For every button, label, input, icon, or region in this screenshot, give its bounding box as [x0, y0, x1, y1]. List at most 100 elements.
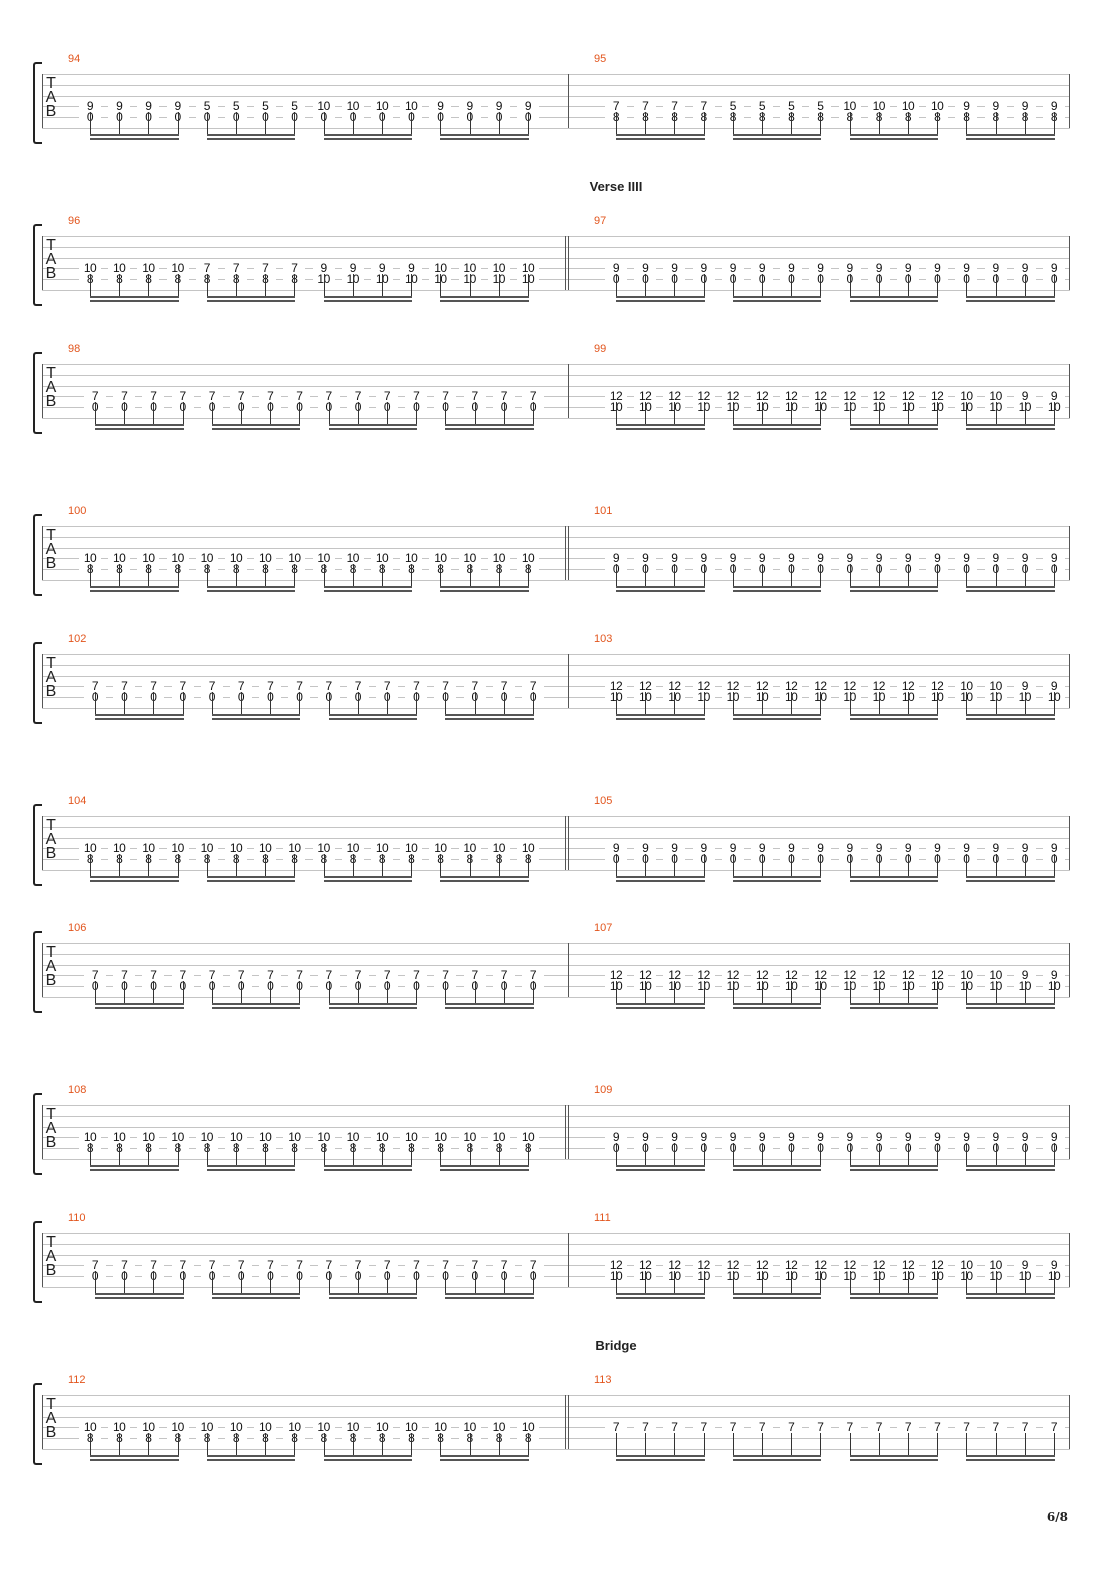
fret-number: 12	[780, 1259, 803, 1272]
fret-number: 10	[371, 1131, 393, 1144]
note-stem	[265, 854, 267, 878]
fret-number: 9	[984, 552, 1007, 565]
note-stem	[820, 112, 822, 136]
beam	[966, 1007, 1055, 1009]
note-stem	[908, 981, 909, 1005]
note-stem	[645, 854, 647, 878]
beam	[849, 586, 939, 588]
fret-number: 7	[692, 1421, 715, 1434]
fret-number: 7	[984, 1421, 1007, 1434]
beam	[732, 1455, 822, 1457]
note-stem	[352, 1433, 354, 1457]
fret-number: 12	[663, 390, 686, 403]
beam	[616, 1169, 705, 1171]
fret-number: 7	[721, 1421, 744, 1434]
fret-number: 10	[225, 1421, 247, 1434]
note-stem	[416, 402, 418, 426]
staff-line	[42, 257, 1070, 259]
tab-letter: A	[45, 1120, 57, 1137]
fret-number: 9	[663, 552, 686, 565]
beam	[90, 590, 179, 592]
fret-number: 7	[195, 262, 218, 275]
fret-number: 9	[897, 552, 919, 565]
fret-number: 12	[897, 680, 919, 693]
fret-number: 12	[780, 390, 803, 403]
tab-letter: T	[46, 365, 56, 382]
note-stem	[1054, 692, 1055, 716]
fret-number: 12	[809, 390, 832, 403]
system-bracket	[33, 642, 42, 724]
fret-number: 9	[838, 552, 861, 565]
fret-number: 9	[780, 552, 803, 565]
note-stem	[732, 854, 734, 878]
note-stem	[674, 402, 676, 426]
fret-number: 12	[634, 969, 657, 982]
fret-number: 9	[1013, 1259, 1036, 1272]
fret-number: 9	[721, 552, 744, 565]
note-stem	[937, 564, 939, 588]
note-stem	[270, 1271, 272, 1295]
section-label: Bridge	[595, 1338, 637, 1353]
fret-number: 10	[984, 1259, 1007, 1272]
beam	[440, 1459, 529, 1461]
note-stem	[966, 1433, 968, 1457]
note-stem	[182, 402, 184, 426]
note-stem	[503, 1271, 505, 1295]
note-stem	[995, 1433, 997, 1457]
beam	[732, 586, 822, 588]
note-stem	[703, 854, 705, 878]
beam	[445, 1007, 534, 1009]
fret-number: 12	[605, 680, 627, 693]
fret-number: 7	[113, 1259, 136, 1272]
note-stem	[177, 564, 179, 588]
system-bracket	[33, 1383, 42, 1465]
beam	[966, 876, 1055, 878]
fret-number: 10	[955, 1259, 978, 1272]
fret-number: 9	[751, 552, 773, 565]
staff-line	[42, 697, 1070, 699]
note-stem	[791, 564, 793, 588]
beam	[90, 300, 179, 302]
note-stem	[820, 854, 822, 878]
note-stem	[1054, 1143, 1055, 1167]
beam	[966, 714, 1055, 716]
note-stem	[703, 981, 705, 1005]
barline-end	[1069, 1233, 1070, 1287]
measure-number: 99	[594, 343, 607, 355]
note-stem	[411, 1143, 413, 1167]
fret-number: 9	[79, 100, 101, 113]
fret-number: 12	[663, 1259, 686, 1272]
fret-number: 10	[984, 969, 1007, 982]
note-stem	[732, 1433, 734, 1457]
note-stem	[616, 564, 617, 588]
fret-number: 10	[108, 552, 131, 565]
note-stem	[762, 112, 763, 136]
fret-number: 10	[400, 842, 423, 855]
fret-number: 7	[113, 969, 136, 982]
fret-number: 9	[984, 1131, 1007, 1144]
beam	[849, 718, 939, 720]
note-stem	[703, 564, 705, 588]
fret-number: 9	[955, 1131, 978, 1144]
note-stem	[265, 1433, 267, 1457]
staff-line	[42, 1405, 1070, 1407]
fret-number: 7	[605, 100, 627, 113]
barline	[568, 364, 569, 418]
fret-number: 9	[605, 1131, 627, 1144]
fret-number: 7	[288, 969, 311, 982]
fret-number: 10	[137, 1421, 160, 1434]
fret-number: 12	[663, 969, 686, 982]
fret-number: 10	[79, 842, 101, 855]
double-barline	[565, 236, 566, 290]
note-stem	[674, 1433, 676, 1457]
staff-line	[42, 1427, 1070, 1429]
beam	[95, 1293, 184, 1295]
measure-number: 98	[68, 343, 81, 355]
note-stem	[528, 112, 529, 136]
note-stem	[878, 1143, 880, 1167]
note-stem	[445, 1271, 447, 1295]
staff-line	[42, 943, 1070, 944]
note-stem	[995, 112, 997, 136]
note-stem	[270, 981, 272, 1005]
tab-letter: B	[45, 972, 57, 989]
